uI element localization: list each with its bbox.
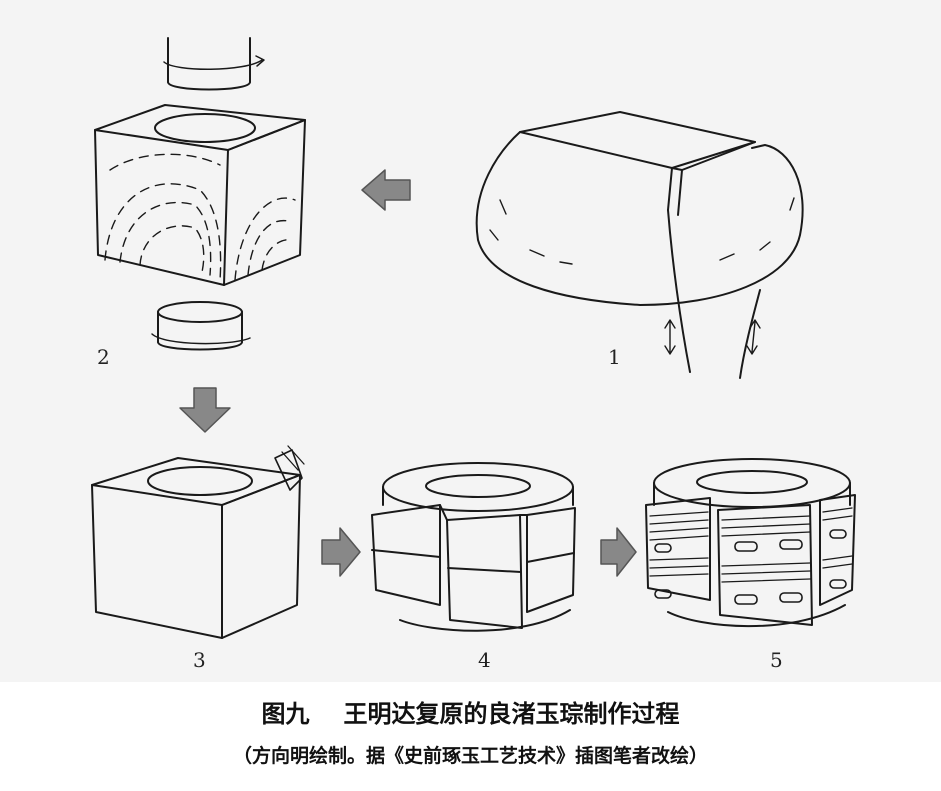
step-number-2: 2 [97,345,110,369]
figure-title: 王明达复原的良渚玉琮制作过程 [343,700,680,728]
step4-cong-blank [371,462,576,632]
figure-caption-subtitle: （方向明绘制。据《史前琢玉工艺技术》插图笔者改绘） [232,745,708,767]
step2-tube-drill-bottom [151,301,251,351]
step-number-4: 4 [478,648,491,672]
step2-tube-drill-top [163,37,265,91]
step-number-3: 3 [193,648,206,672]
arrow-step3-to-step4 [321,527,361,577]
step5-finished-cong [645,458,856,628]
arrow-step1-to-step2 [361,169,411,211]
arrow-step2-to-step3 [179,387,231,433]
figure-number: 图九 [261,700,310,728]
step3-bored-block [91,445,305,639]
step2-block-with-grain [94,104,306,286]
jade-cong-process-diagram [91,37,856,639]
arrow-step4-to-step5 [600,527,637,577]
step1-raw-jade-boulder [475,111,804,306]
figure-caption-title: 图九 王明达复原的良渚玉琮制作过程 [0,694,941,729]
step1-string-saw [664,209,761,379]
step-number-1: 1 [608,345,621,369]
step-number-5: 5 [770,648,783,672]
